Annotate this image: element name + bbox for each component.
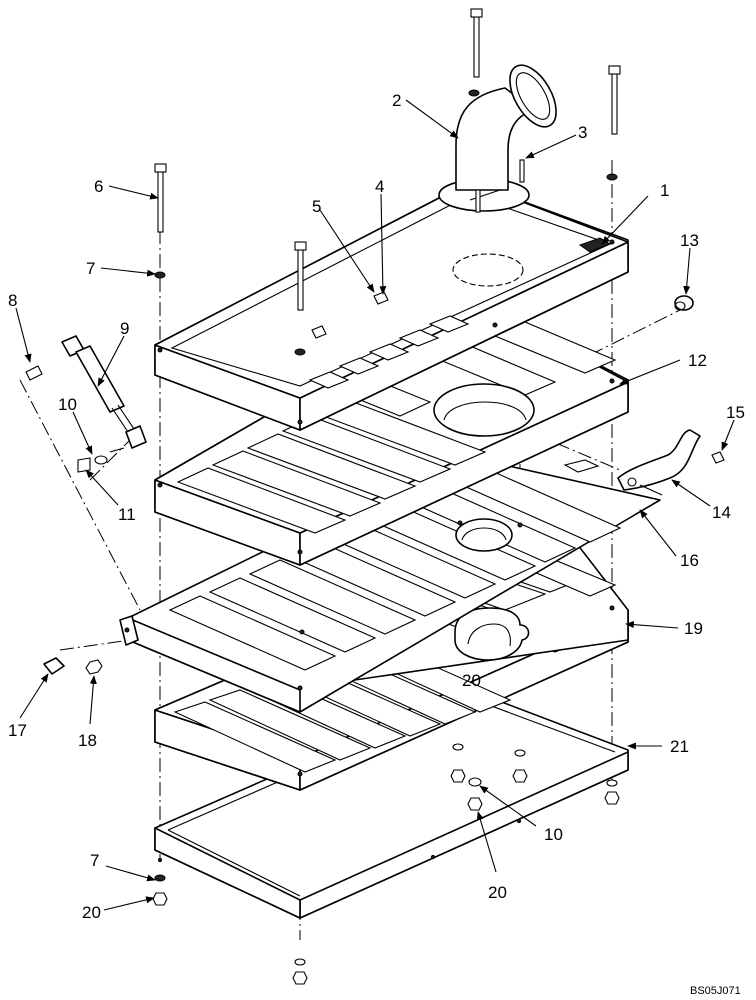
strut-hardware <box>77 447 125 473</box>
sheet-plate <box>119 454 661 713</box>
callout-7-lower: 7 <box>90 851 99 870</box>
callout-13: 13 <box>680 231 699 250</box>
handle <box>617 429 725 496</box>
callout-18: 18 <box>78 731 97 750</box>
callout-14: 14 <box>712 503 731 522</box>
callout-3: 3 <box>578 123 587 142</box>
bottom-tray <box>154 689 629 919</box>
callout-20-lower-left: 20 <box>82 903 101 922</box>
callout-19: 19 <box>684 619 703 638</box>
bolts <box>154 8 621 311</box>
callout-12: 12 <box>688 351 707 370</box>
callout-20-lower: 20 <box>488 883 507 902</box>
callout-21: 21 <box>670 737 689 756</box>
upper-grille <box>154 297 629 566</box>
callout-1: 1 <box>660 181 669 200</box>
bushing <box>674 295 694 311</box>
callout-4: 4 <box>375 177 384 196</box>
callout-6: 6 <box>94 177 103 196</box>
washers-nuts <box>152 89 620 985</box>
top-frame <box>154 181 629 431</box>
callout-10-lower: 10 <box>544 825 563 844</box>
leader-lines <box>15 99 735 911</box>
callout-5: 5 <box>312 197 321 216</box>
callout-8: 8 <box>8 291 17 310</box>
callout-2: 2 <box>392 91 401 110</box>
callout-16: 16 <box>680 551 699 570</box>
gas-strut <box>25 335 147 449</box>
callout-labels: 1 2 3 4 5 6 7 8 9 10 11 12 13 14 15 16 1… <box>8 91 745 997</box>
drawing-code: BS05J071 <box>690 985 741 997</box>
callout-11: 11 <box>118 505 136 524</box>
callout-7: 7 <box>86 259 95 278</box>
pivot-parts <box>43 657 103 675</box>
callout-20: 20 <box>462 671 481 690</box>
elbow-duct <box>438 64 557 212</box>
callout-9: 9 <box>120 319 129 338</box>
callout-17: 17 <box>8 721 27 740</box>
callout-15: 15 <box>726 403 745 422</box>
callout-10: 10 <box>58 395 77 414</box>
